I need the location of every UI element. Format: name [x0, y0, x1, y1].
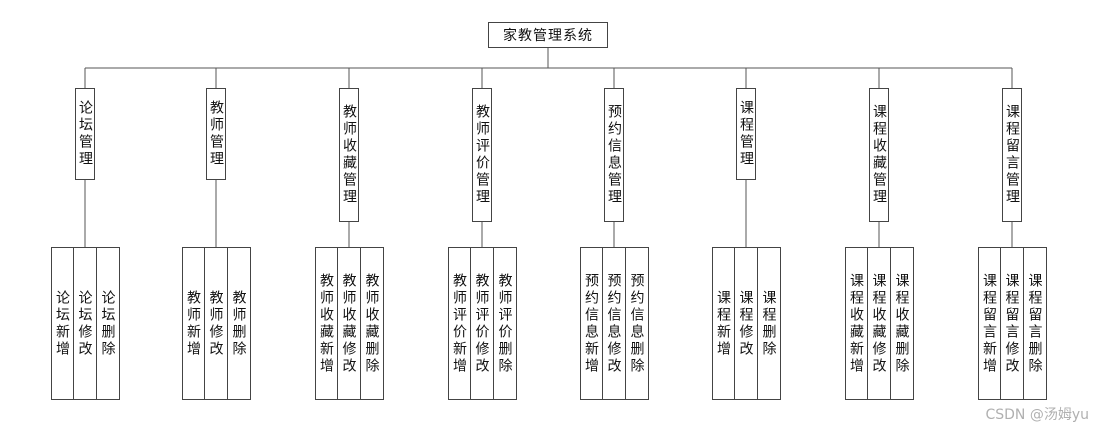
child-node: 论坛修改 — [73, 247, 97, 400]
child-node-label: 教师修改 — [207, 289, 224, 358]
child-node-label: 教师收藏删除 — [363, 272, 380, 375]
module-node: 预约信息管理 — [604, 88, 624, 222]
child-node-label: 课程修改 — [737, 289, 754, 358]
child-node-label: 课程收藏新增 — [848, 272, 864, 375]
module-node-label: 论坛管理 — [77, 100, 93, 168]
module-node-label: 教师管理 — [208, 100, 224, 168]
child-node: 教师评价新增 — [447, 247, 471, 400]
child-node-label: 教师评价修改 — [473, 272, 490, 375]
child-node-label: 课程留言新增 — [981, 272, 997, 375]
child-node: 论坛新增 — [50, 247, 74, 400]
module-node: 教师评价管理 — [472, 88, 492, 222]
module-node-label: 预约信息管理 — [606, 104, 622, 206]
child-node: 课程收藏修改 — [867, 247, 891, 400]
child-node: 课程留言新增 — [977, 247, 1001, 400]
child-node-label: 论坛新增 — [54, 289, 70, 358]
child-node: 教师收藏新增 — [314, 247, 338, 400]
child-node: 课程修改 — [734, 247, 758, 400]
child-node: 教师评价删除 — [493, 247, 517, 400]
child-node: 预约信息新增 — [579, 247, 603, 400]
child-node: 教师删除 — [227, 247, 251, 400]
child-node-label: 教师删除 — [230, 289, 247, 358]
child-node-label: 课程留言删除 — [1026, 272, 1043, 375]
module-node-label: 课程收藏管理 — [871, 104, 887, 206]
child-node-label: 教师收藏新增 — [318, 272, 334, 375]
child-node: 课程留言删除 — [1023, 247, 1047, 400]
child-node: 课程收藏删除 — [890, 247, 914, 400]
child-node: 教师收藏删除 — [360, 247, 384, 400]
child-node: 教师修改 — [204, 247, 228, 400]
module-node: 课程管理 — [736, 88, 756, 180]
child-node: 课程新增 — [711, 247, 735, 400]
child-node: 预约信息修改 — [602, 247, 626, 400]
child-node: 教师评价修改 — [470, 247, 494, 400]
child-node-label: 预约信息新增 — [583, 272, 599, 375]
child-node-label: 论坛删除 — [99, 289, 116, 358]
child-node-label: 预约信息删除 — [628, 272, 645, 375]
child-node-label: 预约信息修改 — [605, 272, 622, 375]
child-node-label: 课程新增 — [715, 289, 731, 358]
child-node-label: 教师评价新增 — [451, 272, 467, 375]
child-node-label: 课程收藏修改 — [870, 272, 887, 375]
module-node-label: 教师收藏管理 — [341, 104, 357, 206]
child-node: 教师收藏修改 — [337, 247, 361, 400]
child-node: 课程留言修改 — [1000, 247, 1024, 400]
module-node-label: 课程留言管理 — [1004, 104, 1020, 206]
child-node-label: 课程留言修改 — [1003, 272, 1020, 375]
module-node-label: 课程管理 — [738, 100, 754, 168]
child-node-label: 教师收藏修改 — [340, 272, 357, 375]
root-node: 家教管理系统 — [488, 22, 608, 48]
watermark: CSDN @汤姆yu — [985, 407, 1089, 423]
child-node-label: 论坛修改 — [76, 289, 93, 358]
child-node: 课程删除 — [757, 247, 781, 400]
child-node: 课程收藏新增 — [844, 247, 868, 400]
child-node-label: 课程收藏删除 — [893, 272, 910, 375]
child-node: 教师新增 — [181, 247, 205, 400]
child-node: 论坛删除 — [96, 247, 120, 400]
module-node: 课程收藏管理 — [869, 88, 889, 222]
module-node: 课程留言管理 — [1002, 88, 1022, 222]
child-node-label: 课程删除 — [760, 289, 777, 358]
module-node: 教师管理 — [206, 88, 226, 180]
module-node: 教师收藏管理 — [339, 88, 359, 222]
root-node-label: 家教管理系统 — [503, 28, 593, 44]
child-node-label: 教师新增 — [185, 289, 201, 358]
child-node-label: 教师评价删除 — [496, 272, 513, 375]
module-node-label: 教师评价管理 — [474, 104, 490, 206]
module-node: 论坛管理 — [75, 88, 95, 180]
child-node: 预约信息删除 — [625, 247, 649, 400]
